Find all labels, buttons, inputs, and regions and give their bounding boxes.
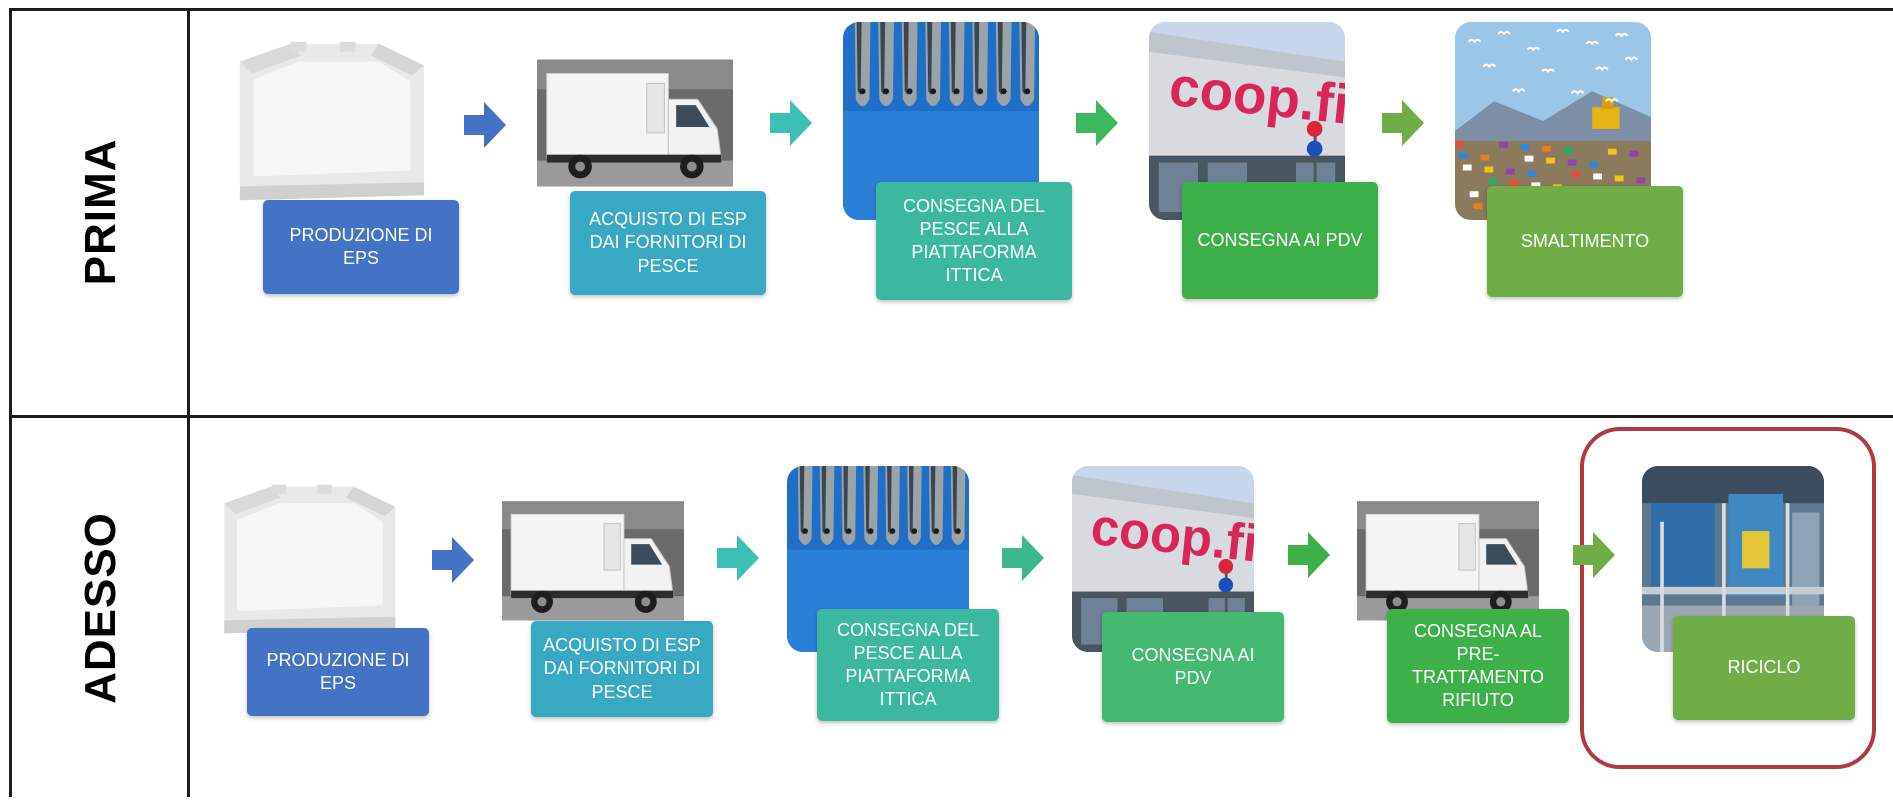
frame-top-line <box>9 8 1893 11</box>
stage-box-smaltimento: SMALTIMENTO <box>1487 186 1683 297</box>
fish-photo <box>843 22 1039 220</box>
stage-box-consegna-ai-pdv: CONSEGNA AI PDV <box>1182 182 1378 299</box>
stage-box-produzione-di: PRODUZIONE DI EPS <box>263 200 459 294</box>
flow-arrow-icon <box>1382 100 1424 146</box>
truck-photo <box>537 22 733 220</box>
row-label-prima: PRIMA <box>76 138 125 286</box>
stage-box-riciclo: RICICLO <box>1673 616 1855 720</box>
stage-box-consegna-al-pre-pretrattamento: CONSEGNA AL PRE- TRATTAMENTO RIFIUTO <box>1387 609 1569 723</box>
eps-box-photo <box>217 466 399 652</box>
row-label-adesso: ADESSO <box>76 512 125 704</box>
stage-box-consegna-del: CONSEGNA DEL PESCE ALLA PIATTAFORMA ITTI… <box>817 609 999 721</box>
flow-arrow-icon <box>1002 535 1044 581</box>
flow-arrow-icon <box>464 102 506 148</box>
stage-box-consegna-ai-pdv: CONSEGNA AI PDV <box>1102 612 1284 722</box>
stage-box-produzione-di: PRODUZIONE DI EPS <box>247 628 429 716</box>
frame-label-column-line <box>187 8 190 797</box>
flow-arrow-icon <box>1573 532 1615 578</box>
stage-box-acquisto-di-esp: ACQUISTO DI ESP DAI FORNITORI DI PESCE <box>531 621 713 717</box>
eps-box-photo <box>232 22 428 220</box>
stage-box-consegna-del: CONSEGNA DEL PESCE ALLA PIATTAFORMA ITTI… <box>876 182 1072 300</box>
truck-photo <box>502 466 684 652</box>
flow-arrow-icon <box>432 537 474 583</box>
flow-arrow-icon <box>1288 532 1330 578</box>
frame-left-line <box>9 8 12 797</box>
frame-row-divider <box>9 415 1893 418</box>
riciclo-highlight-ring <box>1580 427 1876 769</box>
flow-arrow-icon <box>1076 100 1118 146</box>
flow-arrow-icon <box>770 100 812 146</box>
stage-box-acquisto-di-esp: ACQUISTO DI ESP DAI FORNITORI DI PESCE <box>570 191 766 295</box>
flow-arrow-icon <box>717 535 759 581</box>
